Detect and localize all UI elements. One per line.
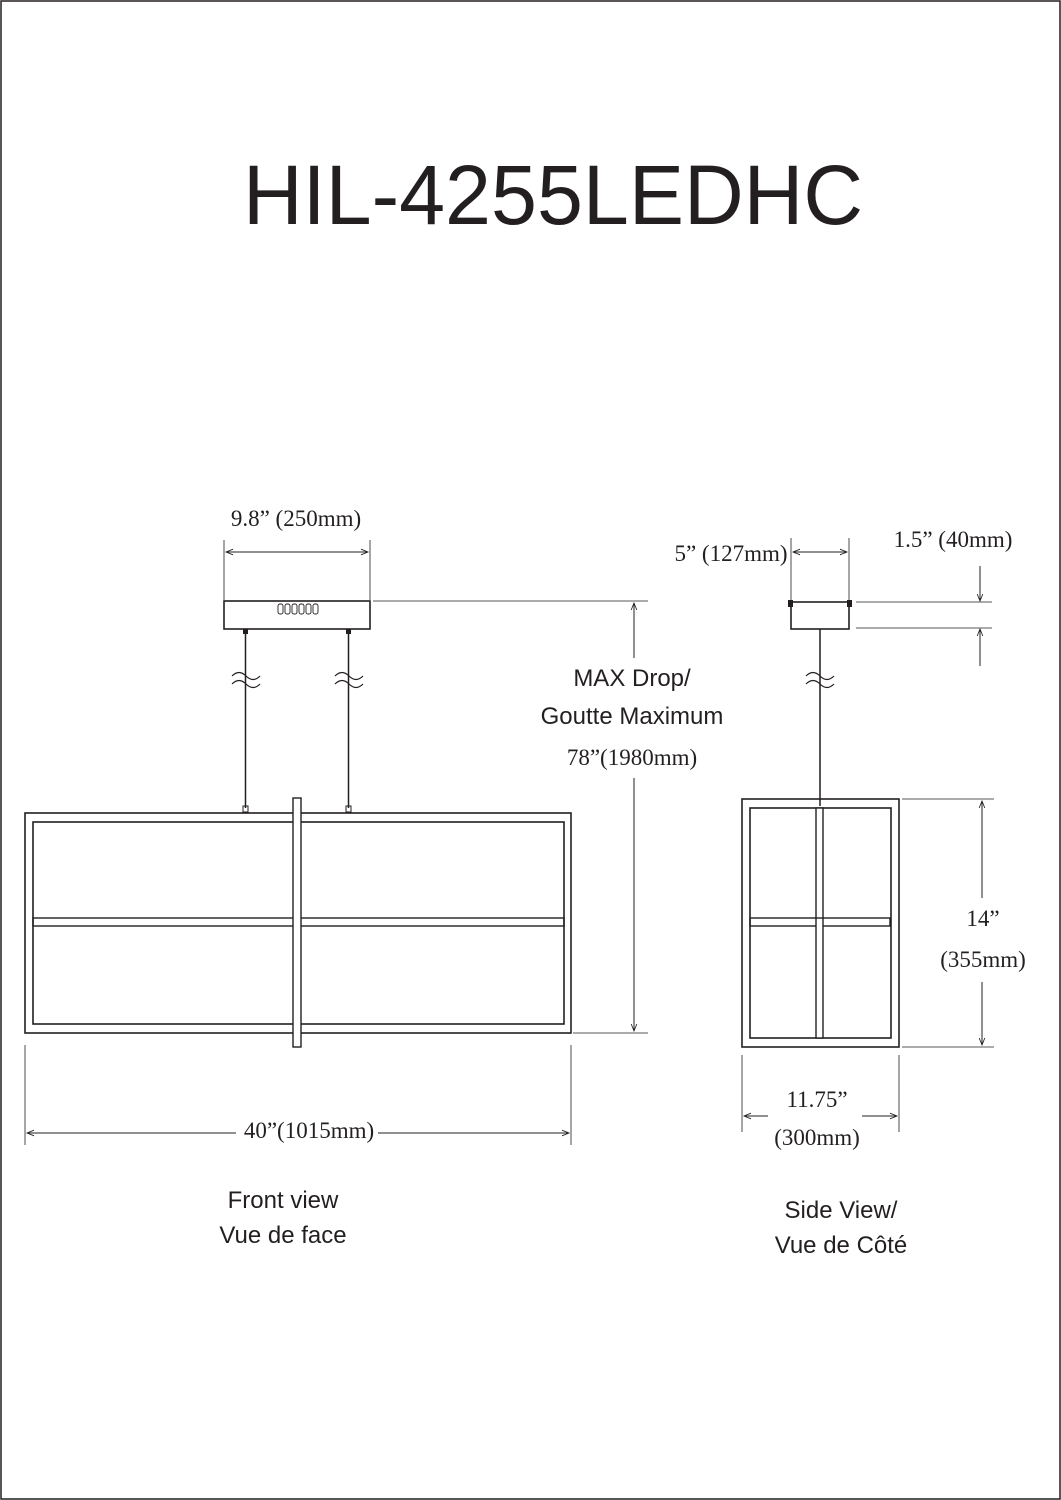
canopy-width-label: 9.8” (250mm) <box>231 506 361 531</box>
canopy-screws <box>277 603 319 615</box>
overall-width-label: 40”(1015mm) <box>244 1118 374 1143</box>
fixture-height-label-mm: (355mm) <box>940 947 1026 972</box>
side-view-caption-french: Vue de Côté <box>775 1232 908 1259</box>
side-view-caption: Side View/ <box>785 1197 898 1224</box>
canopy-height-label: 1.5” (40mm) <box>894 527 1013 552</box>
front-view-drawing: 9.8” (250mm) <box>24 506 730 1249</box>
suspension-cables <box>231 629 364 813</box>
side-view-drawing: 5” (127mm) 1.5” (40mm) 14” <box>674 527 1028 1259</box>
front-view-caption: Front view <box>228 1187 339 1214</box>
fixture-frame-front <box>24 797 572 1048</box>
max-drop-label: MAX Drop/ <box>573 665 691 692</box>
side-canopy-width-label: 5” (127mm) <box>674 541 787 566</box>
model-title: HIL-4255LEDHC <box>243 148 863 242</box>
max-drop-label-french: Goutte Maximum <box>541 703 724 730</box>
front-view-caption-french: Vue de face <box>219 1222 346 1249</box>
fixture-frame-side <box>741 798 900 1048</box>
side-canopy <box>790 601 850 630</box>
fixture-depth-label: 11.75” <box>786 1087 847 1112</box>
canopy <box>223 600 371 630</box>
max-drop-value: 78”(1980mm) <box>567 745 697 770</box>
fixture-depth-label-mm: (300mm) <box>774 1125 860 1150</box>
fixture-height-label: 14” <box>966 906 999 931</box>
side-suspension-cable <box>805 629 835 806</box>
